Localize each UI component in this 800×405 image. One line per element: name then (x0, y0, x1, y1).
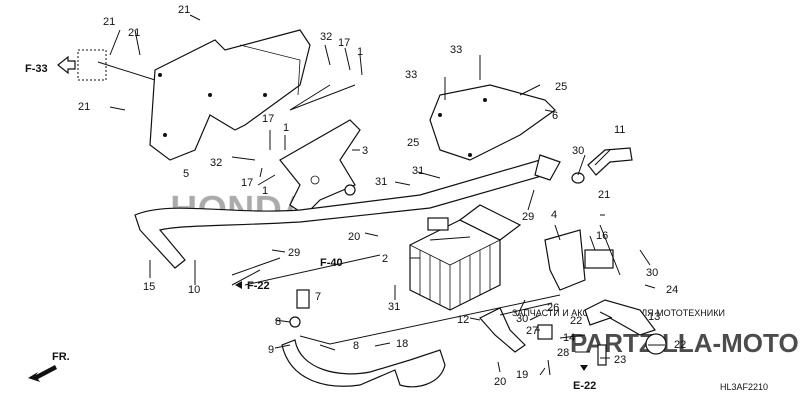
callout-17a: 17 (338, 37, 350, 49)
leader-lines (97, 14, 665, 376)
callout-30a: 30 (572, 145, 584, 157)
callout-1c: 1 (262, 185, 268, 197)
callout-11: 11 (614, 124, 625, 136)
callout-8b: 8 (353, 340, 359, 352)
callout-29a: 29 (522, 211, 534, 223)
callout-31a: 31 (412, 165, 424, 177)
hose-11 (587, 147, 633, 176)
callout-1b: 1 (283, 122, 289, 134)
callout-6: 6 (552, 110, 558, 122)
callout-31b: 31 (375, 176, 387, 188)
callout-15: 15 (143, 281, 155, 293)
callout-13: 13 (648, 311, 660, 323)
callout-18: 18 (396, 338, 408, 350)
callout-25b: 25 (407, 137, 419, 149)
callout-30b: 30 (646, 267, 658, 279)
callout-30c: 30 (516, 313, 528, 325)
front-direction-arrow: FR. (28, 351, 70, 382)
callout-29b: 29 (288, 247, 300, 259)
callout-10: 10 (188, 284, 200, 296)
callout-17c: 17 (241, 177, 253, 189)
bracket-4 (544, 229, 586, 291)
hose-13 (584, 299, 656, 336)
callout-22a: 22 (570, 315, 582, 327)
callout-20a: 20 (348, 231, 360, 243)
callout-9: 9 (268, 344, 274, 356)
callout-25a: 25 (555, 81, 567, 93)
callout-7: 7 (315, 291, 321, 303)
callout-20b: 20 (494, 376, 506, 388)
ref-e22: E-22 (573, 365, 596, 392)
callout-21b: 21 (103, 16, 115, 28)
plate-6 (429, 84, 556, 161)
svg-text:F-22: F-22 (247, 280, 270, 292)
callout-19: 19 (516, 369, 528, 381)
callout-14: 14 (563, 332, 575, 344)
callout-33b: 33 (405, 69, 417, 81)
callout-21a: 21 (178, 4, 190, 16)
callout-5: 5 (183, 168, 189, 180)
canister-2 (409, 204, 522, 311)
ref-f33: F-33 (25, 49, 107, 81)
callout-22b: 22 (674, 339, 686, 351)
callout-23: 23 (614, 354, 626, 366)
callout-1a: 1 (357, 46, 363, 58)
panel-5 (149, 29, 311, 161)
callout-27: 27 (526, 325, 538, 337)
svg-text:FR.: FR. (52, 351, 70, 363)
callout-26: 26 (547, 302, 559, 314)
callout-2: 2 (382, 253, 388, 265)
svg-text:E-22: E-22 (573, 380, 596, 392)
callout-21e: 21 (598, 189, 610, 201)
diagram-code: HL3AF2210 (720, 382, 768, 392)
callout-32a: 32 (320, 31, 332, 43)
callout-32b: 32 (210, 157, 222, 169)
svg-text:F-33: F-33 (25, 63, 48, 75)
callout-labels: 21 21 21 21 32 17 1 5 33 33 25 25 6 3 17… (78, 4, 686, 388)
callout-33a: 33 (450, 44, 462, 56)
callout-21c: 21 (128, 27, 140, 39)
callout-17b: 17 (262, 113, 274, 125)
callout-3: 3 (362, 145, 368, 157)
callout-8a: 8 (275, 316, 281, 328)
hose-9 (281, 339, 446, 388)
callout-21d: 21 (78, 101, 90, 113)
callout-4: 4 (551, 209, 557, 221)
watermark-site: PARTZILLA-MOTOR.RU (570, 328, 800, 358)
callout-16: 16 (596, 230, 608, 242)
callout-28: 28 (557, 347, 569, 359)
ref-f22: F-22 (235, 280, 270, 292)
callout-24: 24 (666, 284, 678, 296)
callout-12: 12 (457, 314, 469, 326)
ref-f40: F-40 (320, 257, 343, 269)
bracket-3 (279, 119, 361, 216)
hose-10 (134, 159, 546, 269)
callout-31c: 31 (388, 301, 400, 313)
